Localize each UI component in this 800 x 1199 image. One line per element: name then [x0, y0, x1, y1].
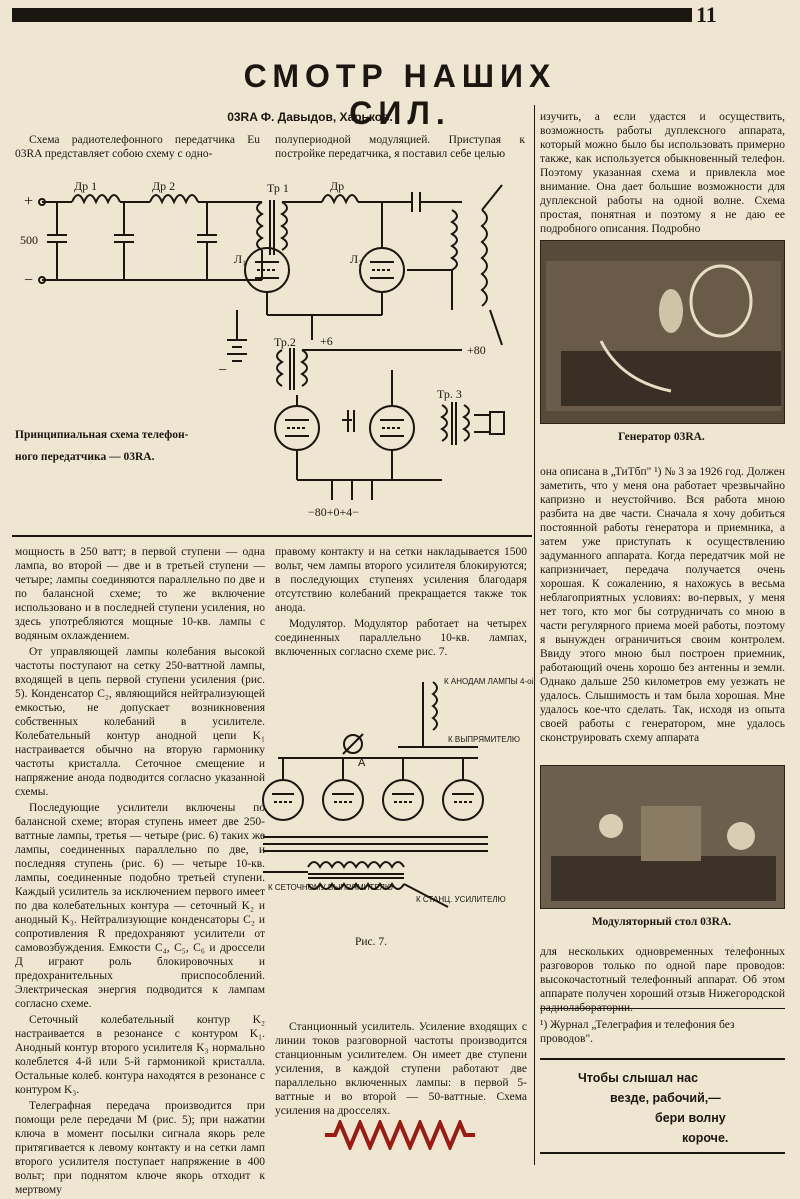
- schematic-caption: Принципиальная схема телефон- ного перед…: [15, 428, 245, 464]
- right-bottom-paragraph: для нескольких одновременных телефонных …: [540, 946, 785, 1014]
- label-dr: Др: [330, 179, 344, 193]
- intro-col1-text: Схема радиотелефонного передатчика Eu 03…: [15, 134, 260, 160]
- col2-station: Станционный усилитель. Усиление входящих…: [275, 1020, 527, 1120]
- slogan-bottom-rule: [540, 1152, 785, 1154]
- generator-photo: [540, 240, 785, 424]
- photo2-caption: Модуляторный стол 03RA.: [591, 916, 732, 928]
- footnote-rule: [540, 1008, 785, 1009]
- page-number: 11: [696, 2, 717, 27]
- generator-photo-image: [541, 241, 784, 423]
- transmitter-schematic: Др 1 Др 2 Др Тр 1 Тр.2 Тр. 3 Л₁ Л₂ 500 +…: [20, 179, 505, 519]
- label-l1: Л₁: [234, 252, 246, 266]
- slogan-line3: бери волну: [655, 1111, 726, 1125]
- col2-paragraph: правому контакту и на сетки накладываетс…: [275, 546, 527, 614]
- label-bottom: −80+0+4−: [308, 505, 359, 519]
- fig7-label-a: А: [358, 757, 366, 769]
- fig7-label-station-amp: К СТАНЦ. УСИЛИТЕЛЮ: [416, 895, 506, 904]
- intro-col2-text: полупериодной модуляцией. Приступая к по…: [275, 134, 525, 160]
- slogan-line1: Чтобы слышал нас: [578, 1071, 699, 1085]
- slogan-top-rule: [540, 1058, 785, 1060]
- fig7-label-rectifier: К ВЫПРЯМИТЕЛЮ: [448, 735, 520, 744]
- article-title: СМОТР НАШИХ СИЛ.: [243, 58, 557, 131]
- col2-top: правому контакту и на сетки накладываетс…: [275, 545, 527, 661]
- label-minus-small: −: [218, 362, 227, 379]
- top-rule: [12, 8, 692, 22]
- right-mid-paragraph: она описана в „ТиТбп" ¹) № 3 за 1926 год…: [540, 466, 785, 744]
- intro-col2: полупериодной модуляцией. Приступая к по…: [275, 133, 525, 163]
- col1-paragraph: Сеточный колебательный контур K₂ настраи…: [15, 1014, 265, 1096]
- label-minus-top: −: [24, 272, 33, 289]
- label-l2: Л₂: [350, 252, 362, 266]
- intro-col1: Схема радиотелефонного передатчика Eu 03…: [15, 133, 260, 163]
- zigzag-ornament: [325, 1120, 475, 1150]
- label-tr2: Тр.2: [274, 335, 296, 349]
- col2-station-paragraph: Станционный усилитель. Усиление входящих…: [275, 1021, 527, 1117]
- right-mid-text: она описана в „ТиТбп" ¹) № 3 за 1926 год…: [540, 465, 785, 747]
- label-dr1: Др 1: [74, 179, 97, 193]
- label-c500: 500: [20, 233, 38, 247]
- section-rule: [12, 535, 532, 537]
- col1-paragraph: Телеграфная передача производится при по…: [15, 1100, 265, 1196]
- column-divider: [534, 105, 535, 1165]
- fig7-label-grid-rectifier: К СЕТОЧНОМУ ВЫПРЯМИТЕЛЮ: [268, 883, 393, 892]
- modulator-photo-image: [541, 766, 784, 908]
- label-dr2: Др 2: [152, 179, 175, 193]
- right-bottom-text: для нескольких одновременных телефонных …: [540, 945, 785, 1017]
- label-tr3: Тр. 3: [437, 387, 462, 401]
- col1-paragraph: мощность в 250 ватт; в первой ступени — …: [15, 546, 265, 642]
- right-top-paragraph: изучить, а если удастся и осуществить, в…: [540, 111, 785, 235]
- modulator-photo: [540, 765, 785, 909]
- label-tr1: Тр 1: [267, 181, 289, 195]
- schematic-caption-line2: ного передатчика — 03RA.: [15, 451, 155, 463]
- col1-body: мощность в 250 ватт; в первой ступени — …: [15, 545, 265, 1199]
- footnote: ¹) Журнал „Телеграфия и телефония без пр…: [540, 1019, 735, 1045]
- col1-paragraph: От управляющей лампы колебания высокой ч…: [15, 646, 265, 798]
- slogan-line2: везде, рабочий,—: [610, 1091, 721, 1105]
- schematic-caption-line1: Принципиальная схема телефон-: [15, 429, 189, 441]
- photo1-caption: Генератор 03RA.: [618, 431, 705, 443]
- figure-7-schematic: К АНОДАМ ЛАМПЫ 4-ой СТУПЕНИ УСИЛЕНИЯ К В…: [262, 677, 533, 908]
- label-plus6: +6: [320, 334, 333, 348]
- fig7-label-anodes: К АНОДАМ ЛАМПЫ 4-ой СТУПЕНИ УСИЛЕНИЯ: [444, 677, 533, 686]
- right-top-text: изучить, а если удастся и осуществить, в…: [540, 110, 785, 238]
- label-plus-top: +: [24, 193, 33, 210]
- article-author: 03RA Ф. Давыдов, Харьков.: [227, 110, 393, 124]
- col2-modulator-paragraph: Модулятор. Модулятор работает на четырех…: [275, 618, 527, 658]
- slogan-line4: короче.: [682, 1131, 729, 1145]
- fig7-caption: Рис. 7.: [355, 936, 388, 948]
- col1-paragraph: Последующие усилители включены по баланс…: [15, 802, 265, 1010]
- label-plus80: +80: [467, 343, 486, 357]
